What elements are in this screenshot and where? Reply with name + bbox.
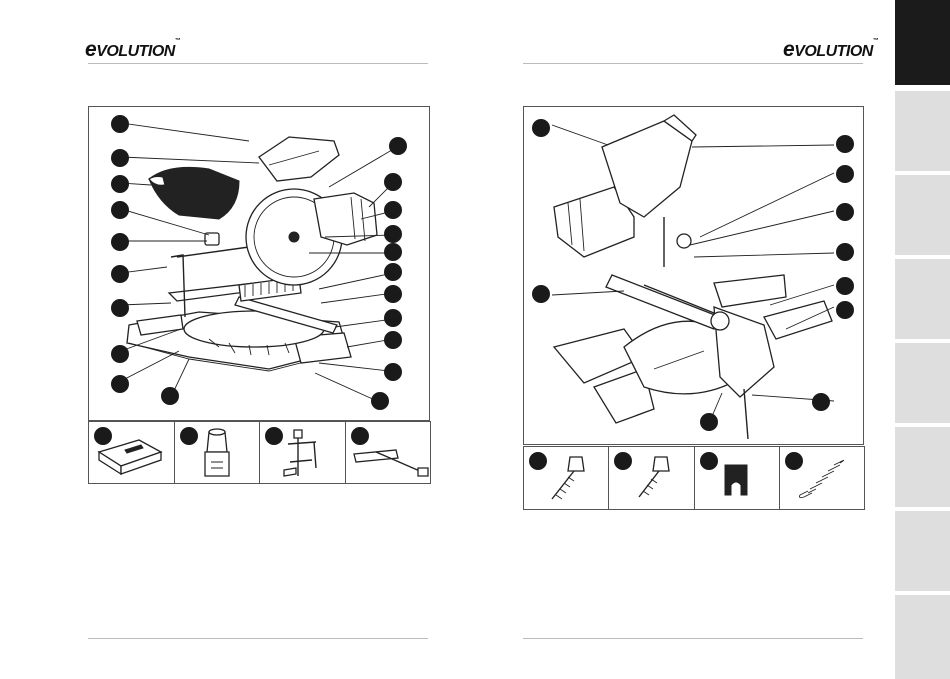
front-view-diagram-frame	[88, 106, 430, 421]
callout-15	[384, 243, 402, 261]
callout-11	[389, 137, 407, 155]
section-tabs	[895, 0, 950, 679]
accessory-cell	[523, 446, 609, 510]
section-tab-1[interactable]	[895, 0, 950, 85]
section-tab-8[interactable]	[895, 595, 950, 679]
callout-7	[111, 299, 129, 317]
callout-20	[384, 363, 402, 381]
mitre-saw-front-illustration	[89, 107, 429, 420]
hold-down-clamp-icon	[260, 422, 345, 485]
spring-icon	[780, 447, 866, 511]
section-tab-5[interactable]	[895, 343, 950, 423]
evolution-logo: eVOLUTION™	[783, 38, 878, 58]
logo-wordmark: VOLUTION	[794, 43, 873, 60]
section-tab-4[interactable]	[895, 259, 950, 339]
section-tab-6[interactable]	[895, 427, 950, 507]
callout-17	[384, 285, 402, 303]
callout-6	[836, 243, 854, 261]
callout-1	[111, 115, 129, 133]
accessory-cell	[779, 446, 865, 510]
callout-12	[384, 173, 402, 191]
accessories-strip	[523, 446, 864, 510]
callout-8	[111, 345, 129, 363]
callout-7	[836, 277, 854, 295]
callout-3	[836, 135, 854, 153]
callout-19	[384, 331, 402, 349]
extension-support-icon	[89, 422, 174, 485]
section-tab-7[interactable]	[895, 511, 950, 591]
footer-rule	[88, 638, 428, 639]
header-rule	[88, 63, 428, 64]
callout-8	[836, 301, 854, 319]
hex-screw-short-icon	[609, 447, 694, 511]
callout-4	[836, 165, 854, 183]
callout-1	[532, 119, 550, 137]
accessory-cell	[345, 421, 432, 484]
left-page: eVOLUTION™	[0, 0, 475, 679]
dust-port-adapter-icon	[175, 422, 260, 485]
callout-14	[384, 225, 402, 243]
accessory-cell	[174, 421, 261, 484]
rear-view-diagram-frame	[523, 106, 864, 445]
length-stop-rod-icon	[346, 422, 432, 485]
hex-screw-long-icon	[524, 447, 609, 511]
callout-5	[836, 203, 854, 221]
callout-9	[111, 375, 129, 393]
accessory-cell	[694, 446, 780, 510]
mitre-saw-rear-illustration	[524, 107, 863, 444]
callout-10	[161, 387, 179, 405]
header-rule	[523, 63, 863, 64]
section-tab-3[interactable]	[895, 175, 950, 255]
callout-10	[700, 413, 718, 431]
callout-18	[384, 309, 402, 327]
callout-2	[111, 149, 129, 167]
callout-21	[371, 392, 389, 410]
callout-2	[532, 285, 550, 303]
callout-6	[111, 265, 129, 283]
footer-rule	[523, 638, 863, 639]
slot-key-icon	[695, 447, 780, 511]
callout-5	[111, 233, 129, 251]
section-tab-2[interactable]	[895, 91, 950, 171]
accessory-cell	[608, 446, 694, 510]
accessory-cell	[88, 421, 175, 484]
callout-9	[812, 393, 830, 411]
callout-4	[111, 201, 129, 219]
accessories-strip	[88, 421, 430, 484]
evolution-logo: eVOLUTION™	[85, 38, 180, 58]
callout-3	[111, 175, 129, 193]
callout-13	[384, 201, 402, 219]
callout-16	[384, 263, 402, 281]
logo-wordmark: VOLUTION	[96, 43, 175, 60]
right-page: eVOLUTION™	[475, 0, 895, 679]
accessory-cell	[259, 421, 346, 484]
